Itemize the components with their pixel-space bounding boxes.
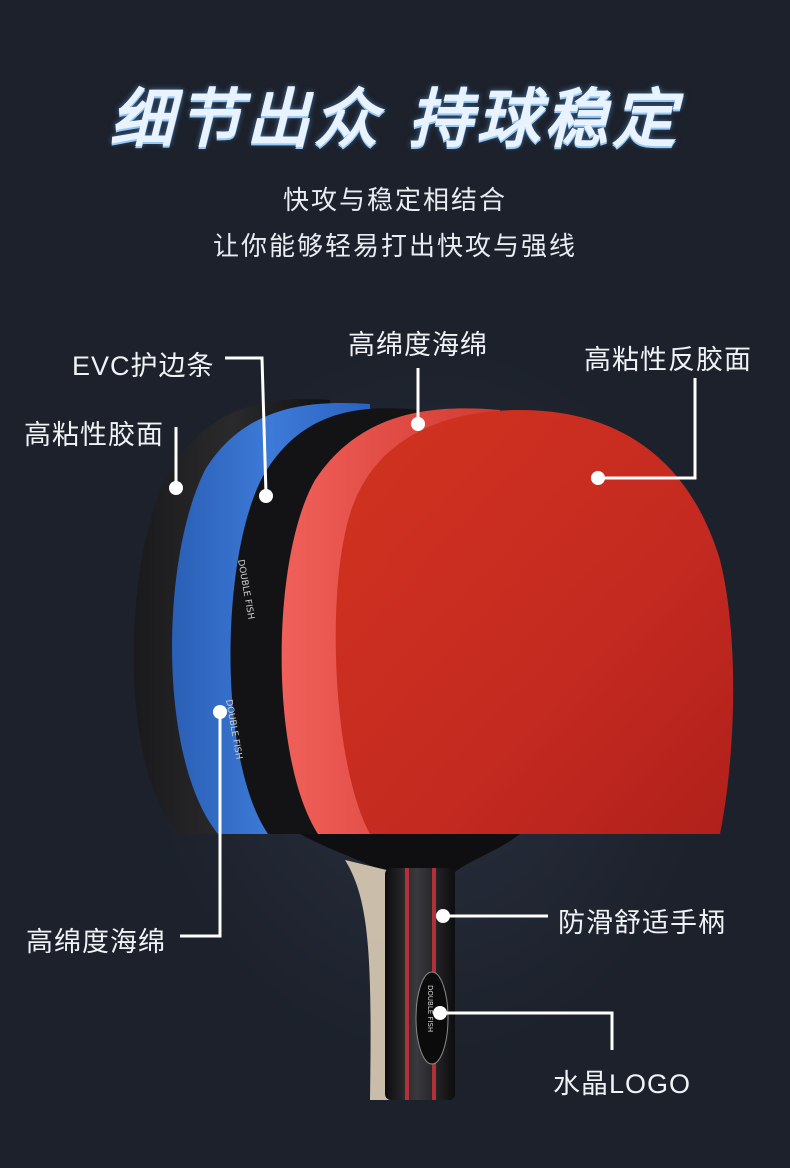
red-rubber-face <box>335 410 734 834</box>
paddle-neck <box>300 834 520 872</box>
callout-sponge-bottom: 高绵度海绵 <box>26 927 166 957</box>
subtitle-line-1: 快攻与稳定相结合 <box>282 185 507 215</box>
callout-sponge-top: 高绵度海绵 <box>348 330 488 360</box>
callout-rubber-left: 高粘性胶面 <box>24 420 164 450</box>
callout-evc-edge: EVC护边条 <box>72 351 215 381</box>
handle-brand-print: DOUBLE FISH <box>426 985 434 1032</box>
callout-dots <box>169 417 605 1020</box>
page-headline: 细节出众 持球稳定 <box>109 83 681 157</box>
callout-lines <box>174 356 697 1050</box>
callout-handle: 防滑舒适手柄 <box>558 908 726 938</box>
callout-logo: 水晶LOGO <box>553 1069 692 1099</box>
subtitle-line-2: 让你能够轻易打出快攻与强线 <box>212 231 577 261</box>
crystal-logo-plate <box>415 971 449 1065</box>
paddle-handle-side <box>345 860 395 1100</box>
paddle-handle <box>385 868 455 1100</box>
callout-rubber-right: 高粘性反胶面 <box>584 345 752 375</box>
